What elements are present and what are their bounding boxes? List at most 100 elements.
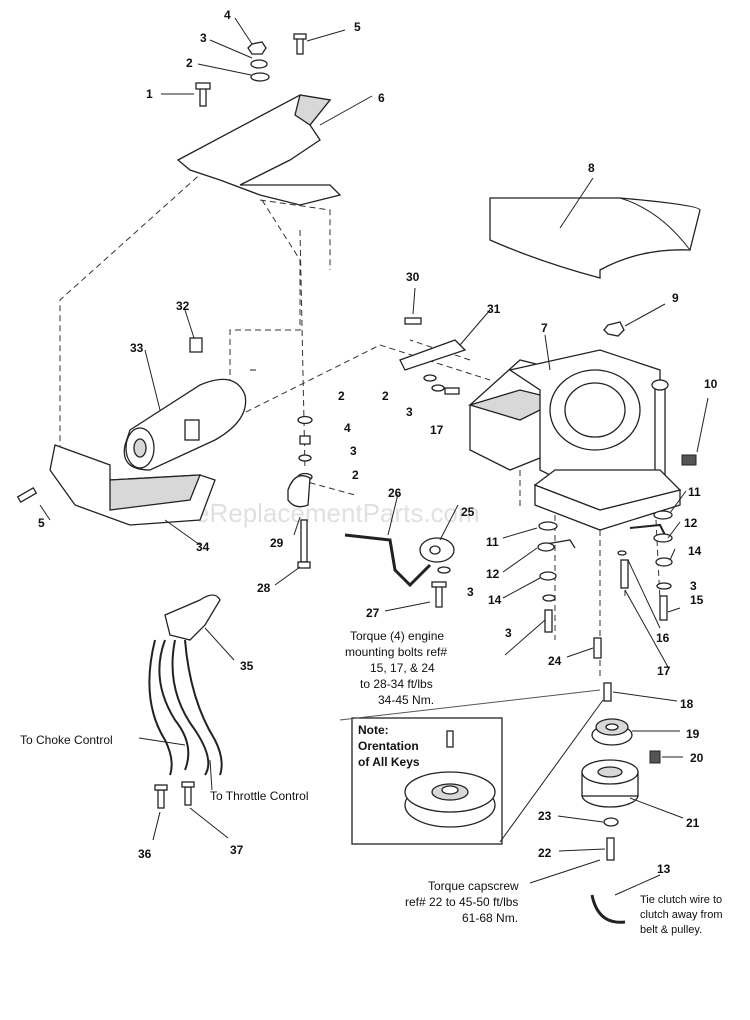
callout-7: 7 <box>541 321 548 335</box>
callout-30: 30 <box>406 270 420 284</box>
callout-5: 5 <box>354 20 361 34</box>
washer-part-2 <box>250 72 270 82</box>
svg-text:Note:: Note: <box>358 723 389 737</box>
callout-25: 25 <box>461 505 475 519</box>
washer-part-3 <box>250 59 268 69</box>
center-stack-hardware <box>297 415 313 482</box>
tie-part-13 <box>590 894 626 924</box>
callout-4-center: 4 <box>344 421 351 435</box>
bracket-part-31 <box>399 339 467 371</box>
fitting-part-10 <box>681 454 697 466</box>
callout-11-left: 11 <box>486 535 499 549</box>
bolt-part-22 <box>606 837 615 861</box>
bolt-part-28 <box>297 519 311 569</box>
callout-19: 19 <box>686 727 700 741</box>
callout-17-upper: 17 <box>430 423 444 437</box>
callout-22: 22 <box>538 846 552 860</box>
bolt-part-30 <box>404 317 422 325</box>
callout-8: 8 <box>588 161 595 175</box>
svg-text:to 28-34 ft/lbs: to 28-34 ft/lbs <box>360 677 433 691</box>
torque-engine-note: Torque (4) engine mounting bolts ref# 15… <box>345 629 447 707</box>
bolt-part-17-lower <box>620 559 629 589</box>
svg-text:ref# 22 to 45-50 ft/lbs: ref# 22 to 45-50 ft/lbs <box>405 895 518 909</box>
callout-labels: 1 2 3 4 5 6 7 8 9 10 11 11 12 12 13 14 1… <box>38 8 718 876</box>
washer-hardware <box>423 374 460 395</box>
callout-31: 31 <box>487 302 501 316</box>
callout-2: 2 <box>186 56 193 70</box>
bracket-part-29 <box>287 475 311 508</box>
svg-text:clutch away from: clutch away from <box>640 909 723 921</box>
callout-2-center-top: 2 <box>338 389 345 403</box>
callout-29: 29 <box>270 536 284 550</box>
callout-35: 35 <box>240 659 254 673</box>
pulley-part-19 <box>591 718 633 746</box>
callout-14-right: 14 <box>688 544 702 558</box>
callout-13: 13 <box>657 862 671 876</box>
svg-text:of All Keys: of All Keys <box>358 755 420 769</box>
bracket-part-6 <box>176 94 342 206</box>
nut-part-9 <box>603 321 625 337</box>
svg-text:belt & pulley.: belt & pulley. <box>640 924 702 936</box>
svg-text:mounting bolts ref#: mounting bolts ref# <box>345 645 447 659</box>
key-part-18 <box>603 682 612 702</box>
torque-capscrew-note: Torque capscrew ref# 22 to 45-50 ft/lbs … <box>405 879 519 925</box>
callout-14-left: 14 <box>488 593 502 607</box>
svg-text:61-68 Nm.: 61-68 Nm. <box>462 911 518 925</box>
callout-9: 9 <box>672 291 679 305</box>
callout-24: 24 <box>548 654 562 668</box>
cable-part-35 <box>148 594 223 776</box>
callout-15: 15 <box>690 593 704 607</box>
callout-12-left: 12 <box>486 567 500 581</box>
key-part-20 <box>649 750 661 764</box>
callout-11-right: 11 <box>688 485 701 499</box>
right-spacer-stack <box>617 510 673 621</box>
svg-text:34-45 Nm.: 34-45 Nm. <box>378 693 434 707</box>
callout-16: 16 <box>656 631 670 645</box>
callout-36: 36 <box>138 847 152 861</box>
washer-part-3-small <box>437 566 451 574</box>
callout-12-right: 12 <box>684 516 698 530</box>
callout-17-lower: 17 <box>657 664 671 678</box>
svg-text:15, 17, & 24: 15, 17, & 24 <box>370 661 435 675</box>
muffler-part-33 <box>123 378 247 471</box>
callout-20: 20 <box>690 751 704 765</box>
callout-4: 4 <box>224 8 231 22</box>
callout-3-link: 3 <box>467 585 474 599</box>
bracket-part-25 <box>419 537 455 563</box>
callout-2-center-bottom: 2 <box>352 468 359 482</box>
keys-note-box <box>351 717 503 845</box>
bolt-part-5 <box>293 33 307 55</box>
callout-23: 23 <box>538 809 552 823</box>
engine-part-7 <box>467 349 682 531</box>
callout-28: 28 <box>257 581 271 595</box>
svg-text:Orentation: Orentation <box>358 739 419 753</box>
belt-guard-part-8 <box>489 197 701 279</box>
callout-3-center: 3 <box>350 444 357 458</box>
svg-text:Torque capscrew: Torque capscrew <box>428 879 519 893</box>
leader-lines <box>39 17 709 896</box>
callout-34: 34 <box>196 540 210 554</box>
callout-3-right: 3 <box>690 579 697 593</box>
left-spacer-stack <box>537 521 576 633</box>
callout-3-bracket: 3 <box>406 405 413 419</box>
callout-5-lower: 5 <box>38 516 45 530</box>
callout-37: 37 <box>230 843 244 857</box>
watermark-text: eReplacementParts.com <box>195 498 480 528</box>
link-rod-part-26 <box>344 533 432 588</box>
bolt-part-1 <box>195 82 211 107</box>
svg-text:Tie clutch wire to: Tie clutch wire to <box>640 894 722 906</box>
shield-part-34 <box>49 444 216 526</box>
callout-18: 18 <box>680 697 694 711</box>
screw-part-36 <box>154 784 168 809</box>
screw-part-37 <box>181 781 195 806</box>
svg-text:Torque (4) engine: Torque (4) engine <box>350 629 444 643</box>
callout-33: 33 <box>130 341 144 355</box>
throttle-control-label: To Throttle Control <box>210 789 309 803</box>
nut-part-4 <box>247 41 267 55</box>
bolt-part-5b <box>16 487 38 503</box>
choke-control-label: To Choke Control <box>20 733 113 747</box>
bolt-part-24 <box>593 637 602 659</box>
callout-3-left-bottom: 3 <box>505 626 512 640</box>
